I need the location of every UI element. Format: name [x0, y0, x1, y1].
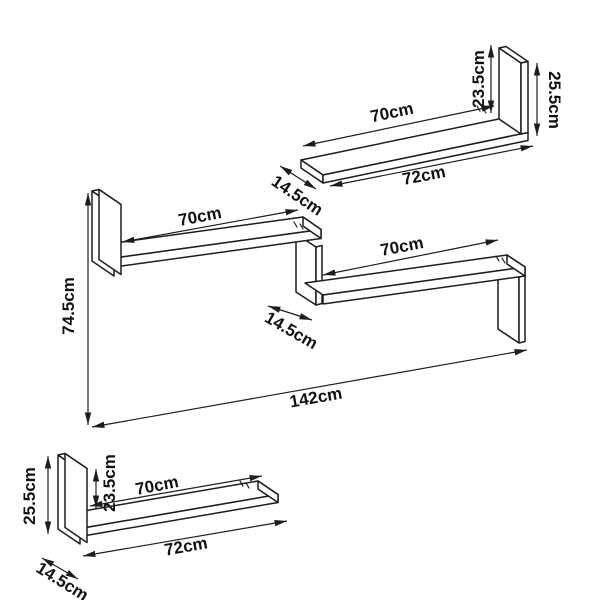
dim-label-upper-length: 70cm [177, 203, 223, 230]
right-side-panel [497, 262, 526, 344]
bottom-left-shelf-unit: 25.5cm 23.5cm 70cm 72cm 14.5cm [20, 452, 288, 600]
side-panel [498, 45, 529, 135]
dim-line-depth [279, 165, 317, 190]
dim-line-lower-length [322, 239, 499, 276]
dim-line-bottom-length [329, 145, 534, 187]
upper-shelf-board [99, 216, 322, 268]
middle-divider-panel [295, 233, 323, 306]
side-panel [57, 452, 88, 545]
dim-label-top-length: 70cm [369, 99, 415, 127]
dim-label-outer-height: 25.5cm [545, 71, 564, 129]
dim-label-overall-width: 142cm [288, 384, 343, 412]
dim-line-top-length [302, 105, 495, 147]
middle-zigzag-shelf-unit: 74.5cm 70cm 70cm 14.5cm 142cm [59, 188, 528, 428]
dim-line-top-length [89, 474, 263, 508]
dim-label-overall-height: 74.5cm [59, 277, 78, 335]
dim-label-inner-height: 23.5cm [100, 454, 119, 512]
dim-line-bottom-length [82, 519, 288, 558]
dim-line-upper-length [121, 209, 299, 243]
dim-label-inner-height: 23.5cm [469, 50, 488, 108]
dim-label-bottom-length: 72cm [163, 533, 209, 559]
left-side-panel [91, 188, 122, 277]
dim-line-overall-width [91, 349, 528, 428]
dim-label-depth: 14.5cm [33, 558, 92, 600]
lower-shelf-board [304, 254, 526, 305]
dim-line-depth [41, 557, 79, 580]
dim-label-depth: 14.5cm [262, 308, 321, 353]
dim-line-depth [267, 305, 313, 321]
top-right-shelf-unit: 70cm 72cm 23.5cm 25.5cm 14.5cm [268, 45, 564, 220]
dim-label-outer-height: 25.5cm [20, 467, 39, 525]
